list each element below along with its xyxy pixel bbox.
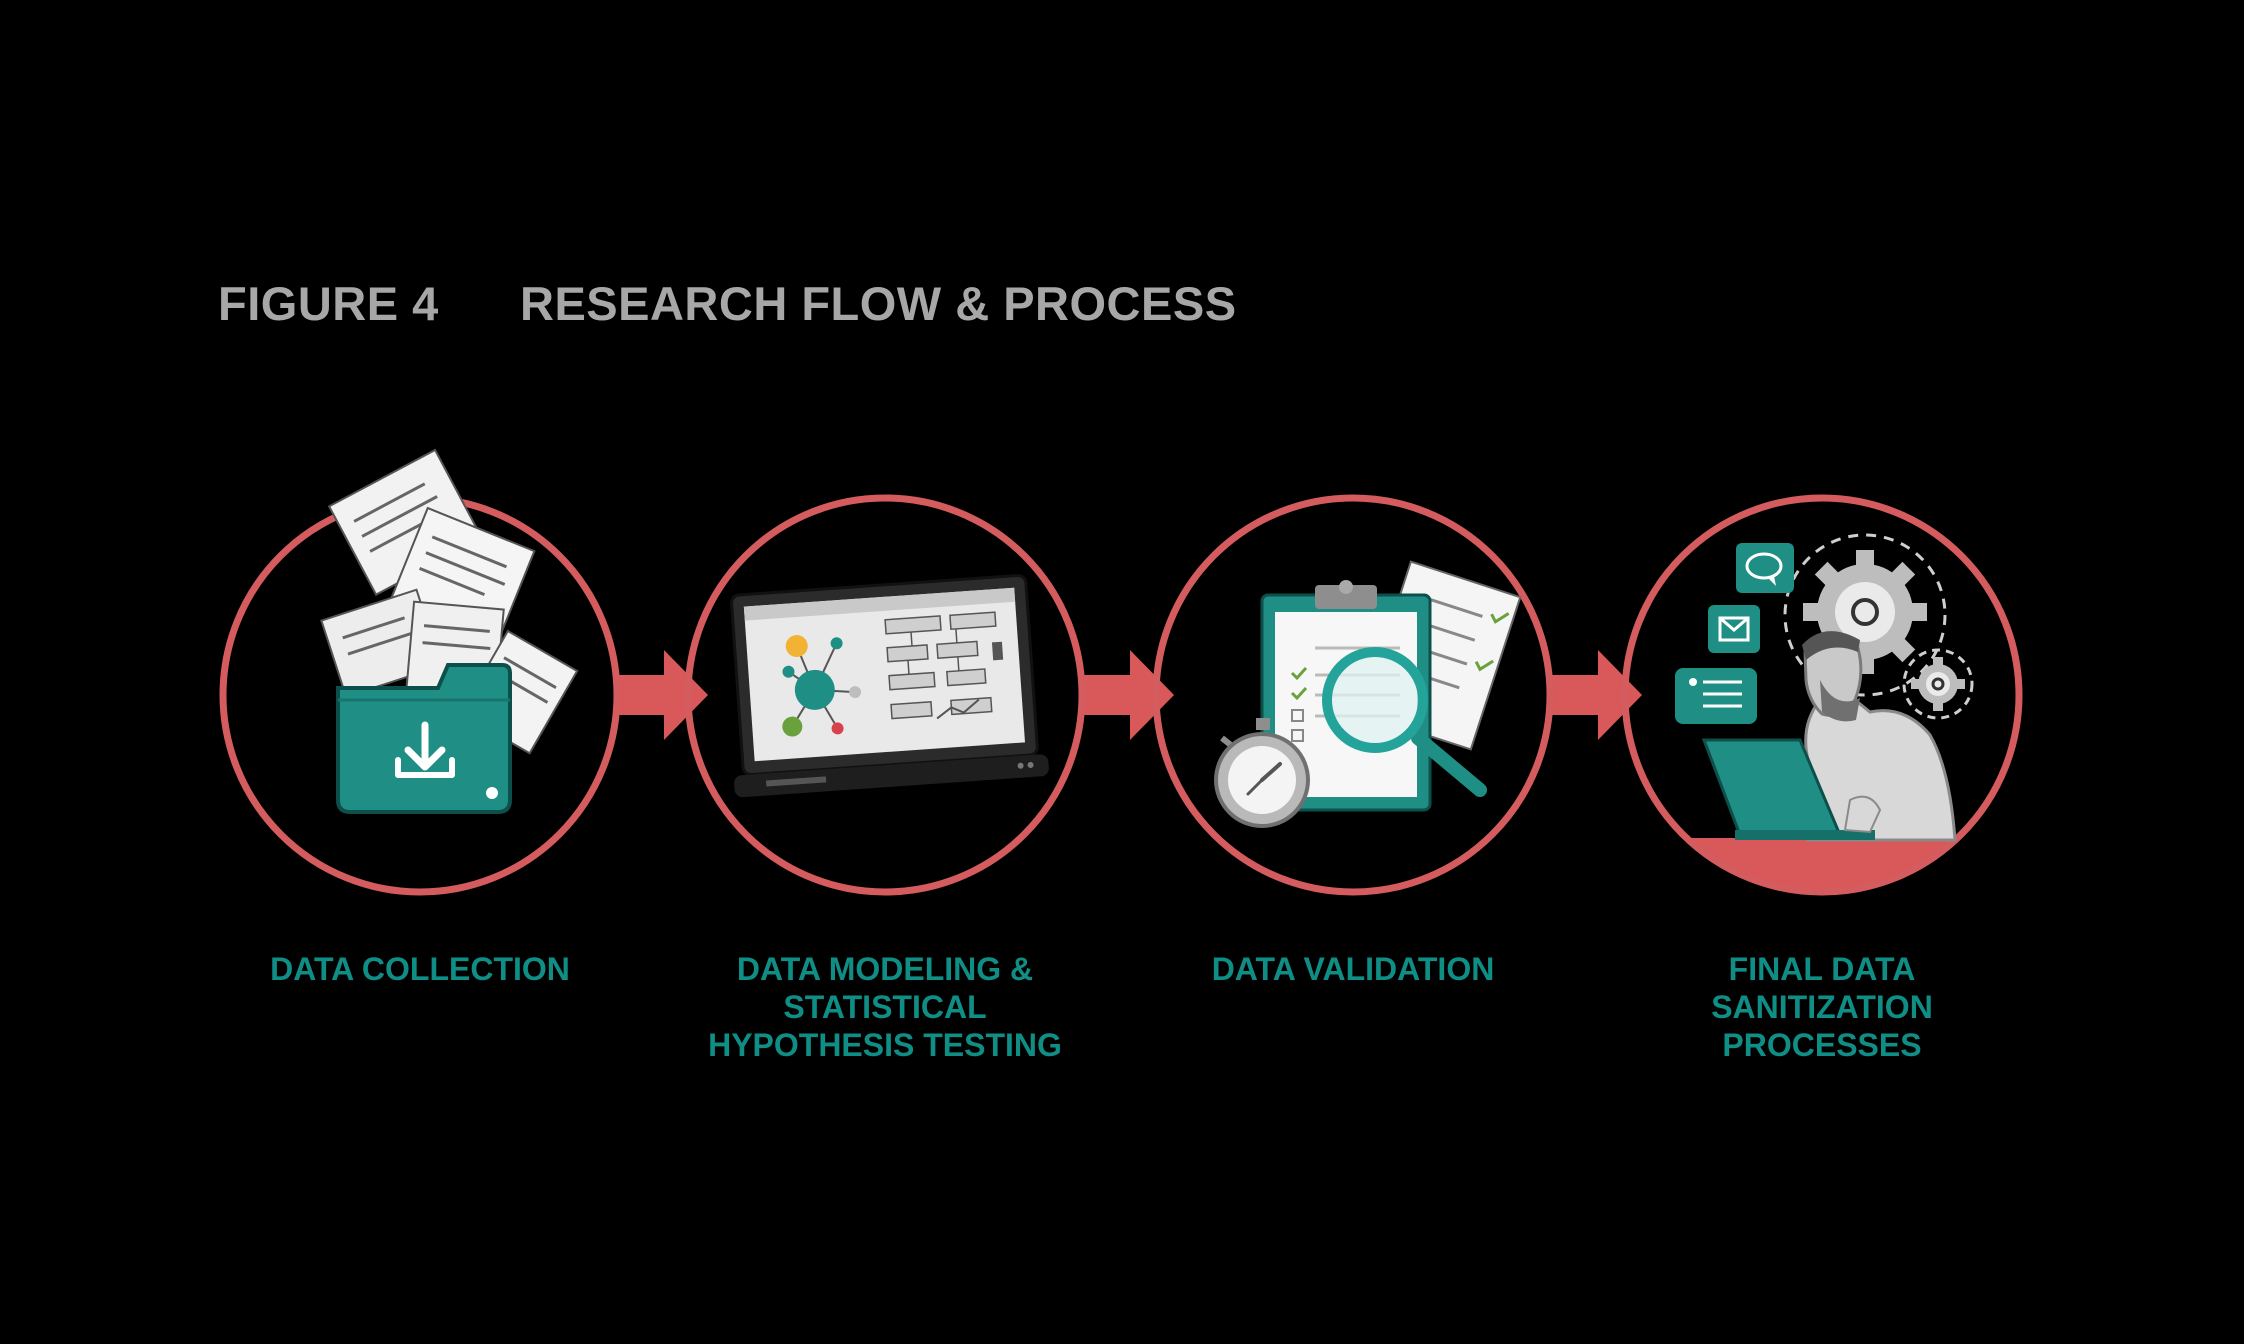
clipboard-magnifier-icon (1214, 560, 1522, 828)
laptop-chart-icon (730, 573, 1049, 798)
step-label-final-sanitization: FINAL DATA SANITIZATION PROCESSES (1711, 951, 1933, 1063)
figure-number: FIGURE 4 (218, 277, 439, 330)
step-label-data-validation: DATA VALIDATION (1211, 951, 1495, 987)
arrow-2-to-3 (1080, 650, 1174, 740)
person-gears-icon (1675, 533, 1974, 842)
arrow-3-to-4 (1548, 650, 1642, 740)
step-label-data-modeling: DATA MODELING & STATISTICAL HYPOTHESIS T… (708, 951, 1062, 1063)
folder-download-icon (320, 448, 579, 814)
figure-title: RESEARCH FLOW & PROCESS (520, 277, 1237, 330)
arrow-1-to-2 (614, 650, 708, 740)
step-ring-data-modeling (684, 494, 1086, 896)
step-label-data-collection: DATA COLLECTION (270, 951, 570, 987)
step-ring-data-validation (1152, 494, 1554, 896)
